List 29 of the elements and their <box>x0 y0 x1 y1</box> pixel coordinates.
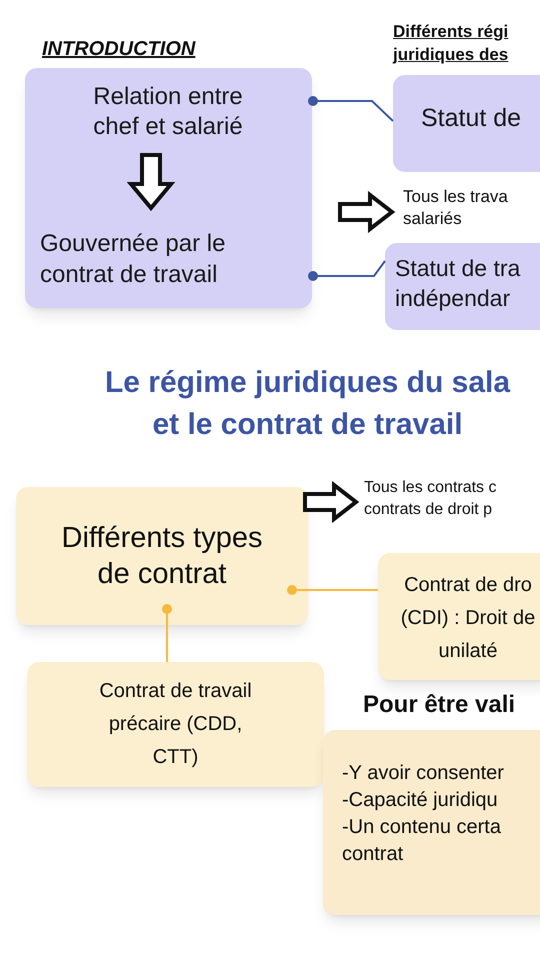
note-text: Tous les contrats c contrats de droit p <box>364 477 540 527</box>
box-text: Statut de tra indépendar <box>395 254 522 313</box>
box-text: Différents types de contrat <box>60 521 264 592</box>
process-box <box>25 68 312 308</box>
connector-line <box>308 96 394 122</box>
process-box <box>385 243 540 330</box>
section-heading: Pour être vali <box>363 690 516 720</box>
block-arrow <box>126 153 176 212</box>
box-text: Contrat de dro (CDI) : Droit de unilaté <box>400 573 536 664</box>
connector-line <box>287 585 378 595</box>
list-item: -Un contenu certa contrat <box>342 815 502 867</box>
list-item: -Capacité juridiqu <box>342 788 499 813</box>
box-text: Contrat de travail précaire (CDD, CTT) <box>98 679 253 770</box>
process-box <box>27 662 324 787</box>
connector-line <box>308 260 386 281</box>
note-text: Tous les trava salariés <box>403 186 540 238</box>
process-box <box>393 75 540 172</box>
process-box <box>16 487 308 625</box>
section-heading: INTRODUCTION <box>42 37 196 62</box>
section-heading: Différents régi juridiques des <box>393 21 510 66</box>
connector-line <box>162 604 172 662</box>
process-box <box>378 553 540 680</box>
block-arrow <box>303 480 360 524</box>
box-text: Gouvernée par le contrat de travail <box>40 228 300 290</box>
box-text: Statut de <box>421 103 522 133</box>
list-item: -Y avoir consenter <box>342 761 505 786</box>
block-arrow <box>338 190 396 234</box>
box-text: Relation entre chef et salarié <box>68 82 268 144</box>
title: Le régime juridiques du sala et le contrat de travail <box>104 365 512 443</box>
